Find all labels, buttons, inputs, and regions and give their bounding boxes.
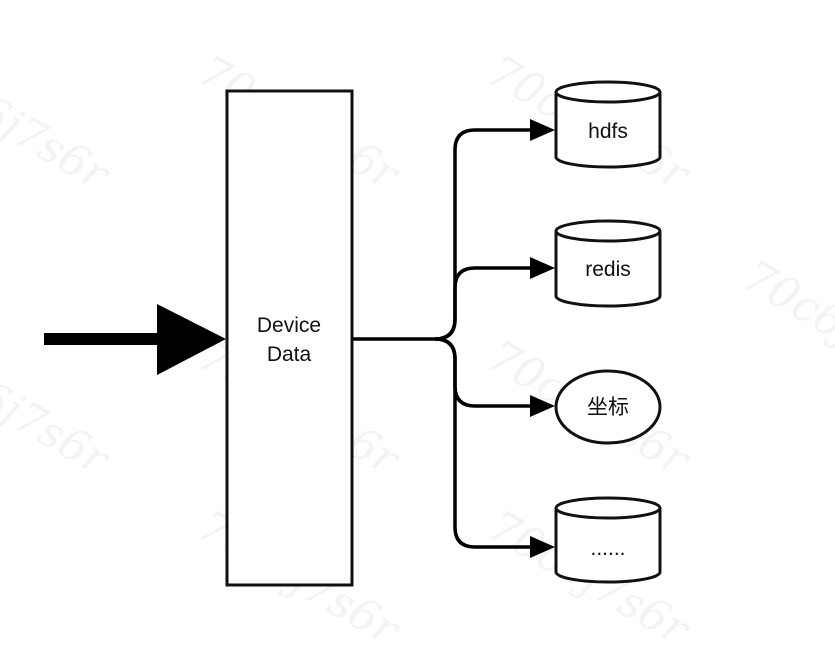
connectors xyxy=(352,128,535,549)
watermark-text: 70c6j7s6r xyxy=(0,330,120,487)
watermark-layer: 70c6j7s6r 70c6j7s6r 70c6j7s6r 70c6j7s6r … xyxy=(0,45,835,657)
connector-redis xyxy=(434,266,535,341)
arrowhead-coords xyxy=(530,395,555,417)
target-label-hdfs: hdfs xyxy=(588,120,628,143)
target-label-more: ...... xyxy=(590,537,625,560)
cylinder-body xyxy=(554,231,662,308)
cylinder-top xyxy=(554,496,662,520)
target-label-coordinates: 坐标 xyxy=(587,395,629,419)
target-label-redis: redis xyxy=(585,258,631,281)
connector-arrowheads xyxy=(530,119,555,558)
cylinder-top xyxy=(554,80,662,104)
arrowhead-more xyxy=(530,536,555,558)
input-arrow-head xyxy=(157,304,226,375)
cylinder-top xyxy=(554,219,662,243)
target-more: ...... xyxy=(554,496,662,584)
target-redis: redis xyxy=(554,219,662,308)
coordinates-ellipse xyxy=(554,369,662,445)
watermark-text: 70c6j7s6r xyxy=(735,250,835,407)
device-data-label-line1: Device xyxy=(257,314,321,337)
arrowhead-hdfs xyxy=(530,119,555,141)
input-arrow xyxy=(44,304,226,375)
device-data-box xyxy=(225,89,354,587)
target-hdfs: hdfs xyxy=(554,80,662,169)
cylinder-body xyxy=(554,92,662,169)
device-data-label-line2: Data xyxy=(267,343,312,366)
connector-more xyxy=(434,337,535,549)
target-coordinates: 坐标 xyxy=(554,369,662,445)
watermark-text: 70c6j7s6r xyxy=(0,45,120,202)
cylinder-body xyxy=(554,508,662,584)
connector-hdfs xyxy=(434,128,535,341)
arrowhead-redis xyxy=(530,257,555,279)
device-data-node: Device Data xyxy=(225,89,354,587)
